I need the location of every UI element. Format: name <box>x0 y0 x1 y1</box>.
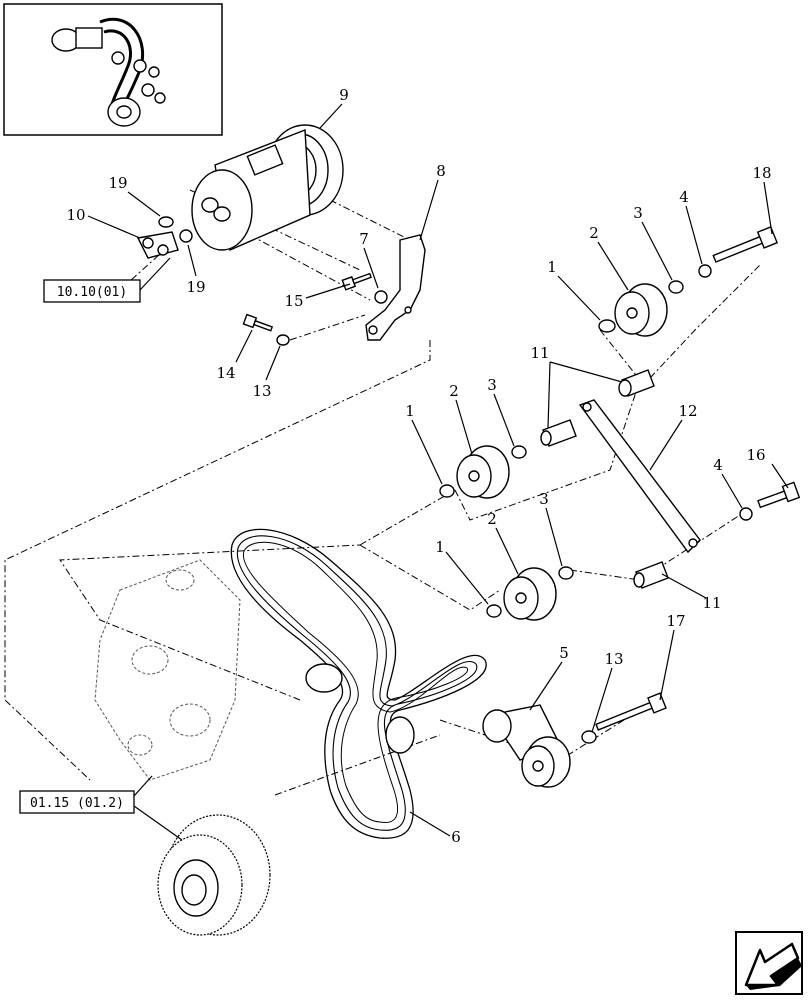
callout-9: 9 <box>339 86 349 104</box>
callout-12: 12 <box>678 402 697 420</box>
callout-2: 2 <box>449 382 459 400</box>
callout-2: 2 <box>589 224 599 242</box>
belt-tensioner <box>482 692 667 788</box>
callout-8: 8 <box>436 162 446 180</box>
serpentine-belt <box>230 528 487 839</box>
previous-page-arrow-icon[interactable] <box>735 931 803 995</box>
callout-18: 18 <box>752 164 771 182</box>
callout-1: 1 <box>435 538 445 556</box>
idler-pulley-middle <box>439 445 527 499</box>
callout-13: 13 <box>604 650 623 668</box>
callout-17: 17 <box>666 612 685 630</box>
callout-15: 15 <box>284 292 303 310</box>
idler-pulley-lower <box>486 566 574 621</box>
callout-14: 14 <box>216 364 235 382</box>
assembly-thumbnail-icon[interactable] <box>3 3 223 136</box>
bolt-16-set <box>739 481 801 521</box>
callout-7: 7 <box>359 230 369 248</box>
reference-box-01-15[interactable]: 01.15 (01.2) <box>19 790 135 814</box>
callout-3: 3 <box>633 204 643 222</box>
reference-label: 01.15 (01.2) <box>30 796 124 811</box>
engine-ghost-outline <box>94 559 241 781</box>
spacers <box>540 369 669 589</box>
reference-box-10-10[interactable]: 10.10(01) <box>43 279 141 303</box>
callout-1: 1 <box>405 402 415 420</box>
callout-1: 1 <box>547 258 557 276</box>
callout-2: 2 <box>487 510 497 528</box>
idler-pulley-upper <box>598 226 779 337</box>
callout-3: 3 <box>539 490 549 508</box>
callout-11: 11 <box>702 594 721 612</box>
callout-19: 19 <box>186 278 205 296</box>
mounting-bracket <box>365 234 426 341</box>
callout-11: 11 <box>530 344 549 362</box>
callout-6: 6 <box>451 828 461 846</box>
callout-3: 3 <box>487 376 497 394</box>
callout-16: 16 <box>746 446 765 464</box>
small-hardware <box>136 216 388 346</box>
tensioner-link <box>578 399 701 554</box>
callout-5: 5 <box>559 644 569 662</box>
compressor <box>191 124 344 251</box>
crankshaft-pulley <box>157 814 271 936</box>
callout-4: 4 <box>679 188 689 206</box>
callout-10: 10 <box>66 206 85 224</box>
callout-19: 19 <box>108 174 127 192</box>
callout-4: 4 <box>713 456 723 474</box>
callout-13: 13 <box>252 382 271 400</box>
leader-lines <box>87 103 789 841</box>
reference-label: 10.10(01) <box>57 285 127 300</box>
callout-numbers: 9 8 19 10 19 7 15 14 13 18 4 3 2 1 11 12… <box>66 86 771 846</box>
